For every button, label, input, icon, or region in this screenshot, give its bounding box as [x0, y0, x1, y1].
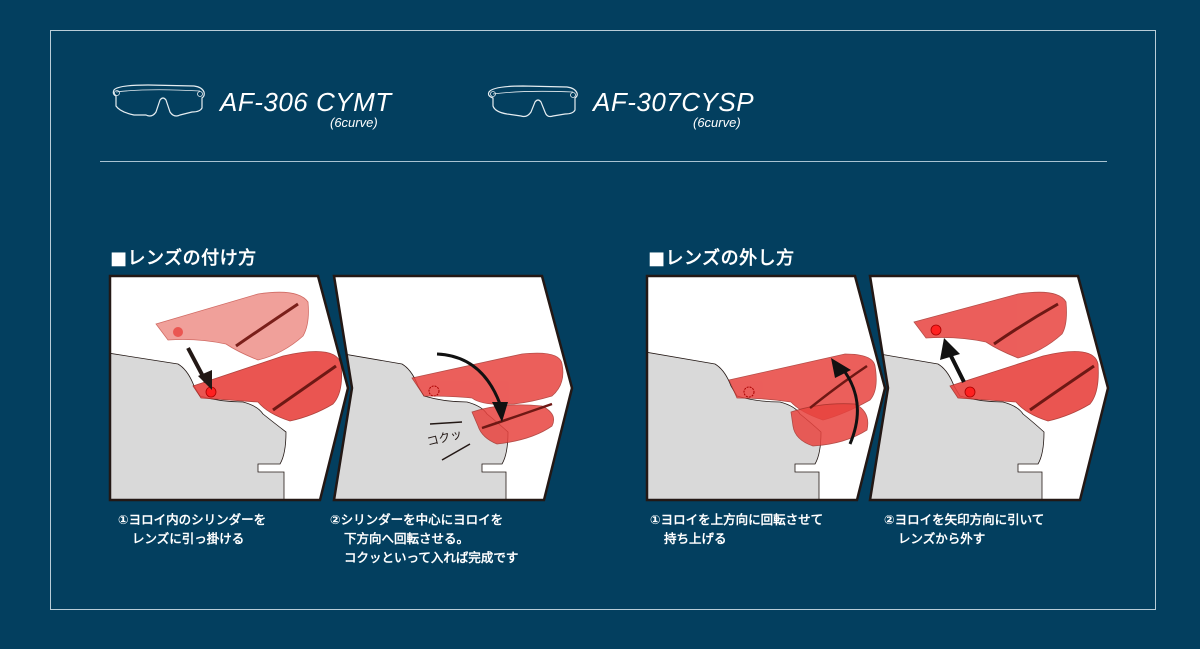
rotate-down-arrow-icon	[436, 352, 502, 405]
model-curve: (6curve)	[693, 115, 741, 130]
caption-line: ①ヨロイ内のシリンダーを	[118, 512, 267, 527]
caption-line: レンズから外す	[898, 531, 986, 546]
illustration-remove-step2	[868, 274, 1110, 502]
model-curve: (6curve)	[330, 115, 378, 130]
caption-attach-step1: ①ヨロイ内のシリンダーを レンズに引っ掛ける	[118, 510, 266, 548]
illustration-remove-step1	[645, 274, 887, 502]
caption-line: ②シリンダーを中心にヨロイを	[330, 512, 504, 527]
caption-attach-step2: ②シリンダーを中心にヨロイを 下方向へ回転させる。 コクッといって入れば完成です	[330, 510, 518, 567]
sunglasses-outline-icon	[487, 85, 578, 118]
caption-line: ②ヨロイを矢印方向に引いて	[884, 512, 1045, 527]
caption-remove-step1: ①ヨロイを上方向に回転させて 持ち上げる	[650, 510, 823, 548]
caption-line: 持ち上げる	[664, 531, 727, 546]
caption-line: 下方向へ回転させる。	[344, 531, 470, 546]
sunglasses-outline-icon	[112, 84, 205, 117]
caption-line: コクッといって入れば完成です	[344, 550, 519, 565]
model-name: AF-307CYSP	[593, 87, 755, 117]
caption-remove-step2: ②ヨロイを矢印方向に引いて レンズから外す	[884, 510, 1044, 548]
illustration-attach-step2: コクッ	[332, 274, 574, 502]
rotate-up-arrow-icon	[843, 371, 859, 445]
section-title-attach: ■レンズの付け方	[110, 248, 257, 269]
outer-frame	[50, 30, 1156, 610]
section-title-remove: ■レンズの外し方	[648, 248, 795, 269]
caption-line: レンズに引っ掛ける	[132, 531, 245, 546]
illustration-attach-step1	[108, 274, 350, 502]
divider-line	[100, 161, 1107, 162]
model-name: AF-306 CYMT	[220, 87, 392, 117]
arrow-up-left-icon	[948, 353, 966, 383]
caption-line: ①ヨロイを上方向に回転させて	[650, 512, 824, 527]
